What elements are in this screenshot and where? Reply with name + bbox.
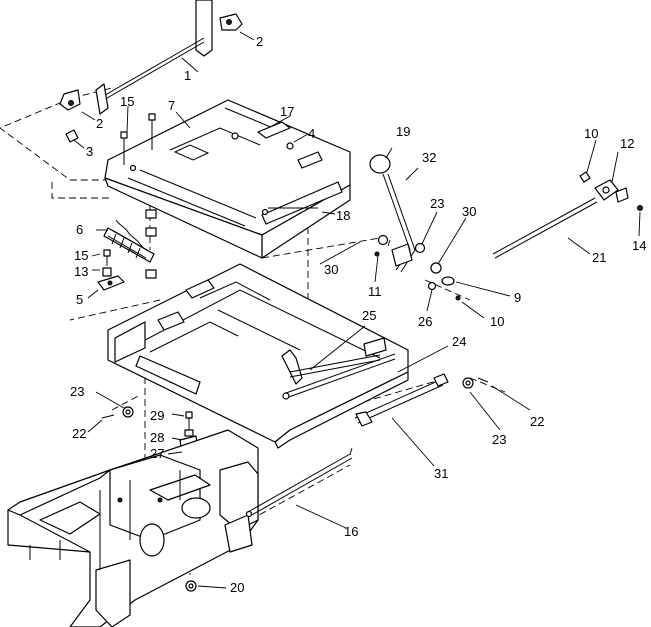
callout-14: 14 (632, 238, 646, 253)
callout-15-upper: 15 (120, 94, 134, 109)
rod-part-31 (354, 373, 449, 427)
callout-11: 11 (368, 284, 382, 299)
callout-7: 7 (168, 98, 175, 113)
callout-9: 9 (514, 290, 521, 305)
callout-12: 12 (620, 136, 634, 151)
callout-1: 1 (184, 68, 191, 83)
washer-left (101, 406, 134, 419)
shift-lever-part-32 (369, 154, 461, 301)
seat-plate-part-7 (104, 99, 351, 259)
rod-part-21 (492, 171, 643, 259)
callout-5: 5 (76, 292, 83, 307)
callout-4: 4 (308, 126, 315, 141)
callout-25: 25 (362, 308, 376, 323)
tractor-chassis (7, 429, 259, 627)
fasteners-left (97, 113, 157, 291)
callout-16: 16 (344, 524, 358, 539)
callout-27: 27 (150, 446, 164, 461)
callout-32: 32 (422, 150, 436, 165)
rod-assembly-part-1 (59, 0, 243, 143)
callout-labels: 2 1 2 3 15 7 17 4 6 15 13 5 18 19 32 23 … (70, 34, 646, 595)
washer-right (462, 377, 489, 389)
pivot-rod-part-24 (282, 353, 396, 400)
nut-part-20 (185, 580, 197, 592)
callout-2-left: 2 (96, 116, 103, 131)
callout-26: 26 (418, 314, 432, 329)
callout-10-lower: 10 (490, 314, 504, 329)
callout-21: 21 (592, 250, 606, 265)
callout-3: 3 (86, 144, 93, 159)
callout-31: 31 (434, 466, 448, 481)
callout-30-left: 30 (324, 262, 338, 277)
callout-20: 20 (230, 580, 244, 595)
seat-base-frame (107, 263, 409, 449)
callout-18: 18 (336, 208, 350, 223)
callout-23-left: 23 (70, 384, 84, 399)
callout-24: 24 (452, 334, 466, 349)
callout-10-upper: 10 (584, 126, 598, 141)
callout-23-mid: 23 (430, 196, 444, 211)
leader-lines (73, 31, 641, 589)
callout-17: 17 (280, 104, 294, 119)
callout-13: 13 (74, 264, 88, 279)
callout-22-left: 22 (72, 426, 86, 441)
pin-part-25 (281, 349, 381, 385)
callout-2-top: 2 (256, 34, 263, 49)
callout-23-right: 23 (492, 432, 506, 447)
callout-6: 6 (76, 222, 83, 237)
callout-28: 28 (150, 430, 164, 445)
callout-15-lower: 15 (74, 248, 88, 263)
callout-29: 29 (150, 408, 164, 423)
callout-22-right: 22 (530, 414, 544, 429)
rod-part-16 (245, 453, 353, 518)
callout-30-right: 30 (462, 204, 476, 219)
callout-19: 19 (396, 124, 410, 139)
